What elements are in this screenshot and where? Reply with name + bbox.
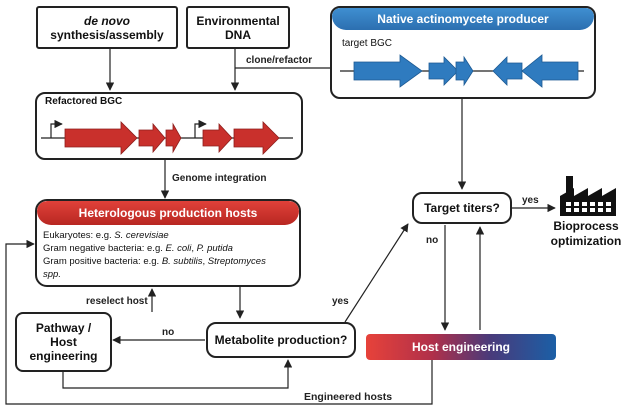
hosts-eukaryotes: Eukaryotes: e.g. S. cerevisiae [43, 230, 169, 241]
metabolite-production-box: Metabolite production? [206, 322, 356, 358]
refactored-gene-2 [138, 122, 166, 154]
yes-label-metabolite: yes [332, 296, 349, 307]
no-label-metabolite: no [162, 327, 175, 338]
native-producer-box: Native actinomycete producer target BGC [330, 6, 596, 99]
genome-integration-label: Genome integration [172, 173, 267, 184]
refactored-bgc-box: Refactored BGC [35, 92, 303, 160]
synthesis-line1: de novo [83, 13, 130, 28]
refactored-gene-3 [165, 122, 182, 154]
target-titers-box: Target titers? [412, 192, 512, 224]
engineered-hosts-label: Engineered hosts [304, 391, 393, 403]
refactored-gene-1 [64, 121, 138, 155]
factory-icon [560, 176, 616, 216]
pathway-line1: Pathway / [35, 321, 92, 335]
refactored-gene-5 [233, 121, 280, 155]
native-gene-1 [353, 54, 423, 88]
arrow-pathway-to-metabolite [62, 359, 293, 389]
envdna-line2: DNA [225, 27, 251, 42]
pathway-host-engineering-box: Pathway / Host engineering [15, 312, 112, 372]
yes-label-titers: yes [522, 195, 539, 206]
heterologous-hosts-title: Heterologous production hosts [37, 201, 299, 225]
native-gene-4 [492, 56, 523, 86]
refactored-bgc-title: Refactored BGC [45, 96, 123, 107]
native-bgc-genes [340, 54, 584, 88]
metabolite-production-text: Metabolite production? [214, 333, 348, 347]
heterologous-hosts-box: Heterologous production hosts Eukaryotes… [35, 199, 301, 287]
hosts-gram-positive: Gram positive bacteria: e.g. B. subtilis… [43, 256, 266, 267]
reselect-host-label: reselect host [86, 296, 148, 307]
envdna-line1: Environmental [196, 13, 280, 28]
hosts-gram-negative: Gram negative bacteria: e.g. E. coli, P.… [43, 243, 233, 254]
native-gene-3 [455, 55, 474, 87]
environmental-dna-box: Environmental DNA [186, 6, 290, 49]
bioprocess-optimization: Bioprocess optimization [544, 219, 628, 249]
promoter-arrow-2 [194, 119, 207, 138]
refactored-gene-4 [202, 122, 233, 154]
pathway-line3: engineering [29, 349, 98, 363]
promoter-arrow-1 [50, 119, 63, 138]
host-engineering-bar: Host engineering [366, 334, 556, 360]
arrow-metabolite-to-titers [344, 223, 409, 323]
refactored-bgc-genes [41, 119, 293, 155]
bioprocess-line2: optimization [550, 234, 622, 248]
native-gene-5 [521, 54, 579, 88]
native-gene-2 [428, 56, 459, 86]
native-producer-title: Native actinomycete producer [332, 8, 594, 30]
no-label-titers: no [426, 235, 439, 246]
hosts-examples: Eukaryotes: e.g. S. cerevisiae Gram nega… [43, 229, 266, 281]
hosts-spp: spp. [43, 269, 61, 280]
synthesis-line2: synthesis/assembly [50, 27, 164, 42]
pathway-line2: Host [50, 335, 77, 349]
target-bgc-label: target BGC [342, 38, 393, 49]
bioprocess-line1: Bioprocess [553, 219, 619, 233]
clone-refactor-label: clone/refactor [246, 55, 313, 66]
arrow-engineered-hosts-loop [5, 239, 433, 405]
target-titers-text: Target titers? [424, 201, 500, 215]
synthesis-box: de novo synthesis/assembly [36, 6, 178, 49]
